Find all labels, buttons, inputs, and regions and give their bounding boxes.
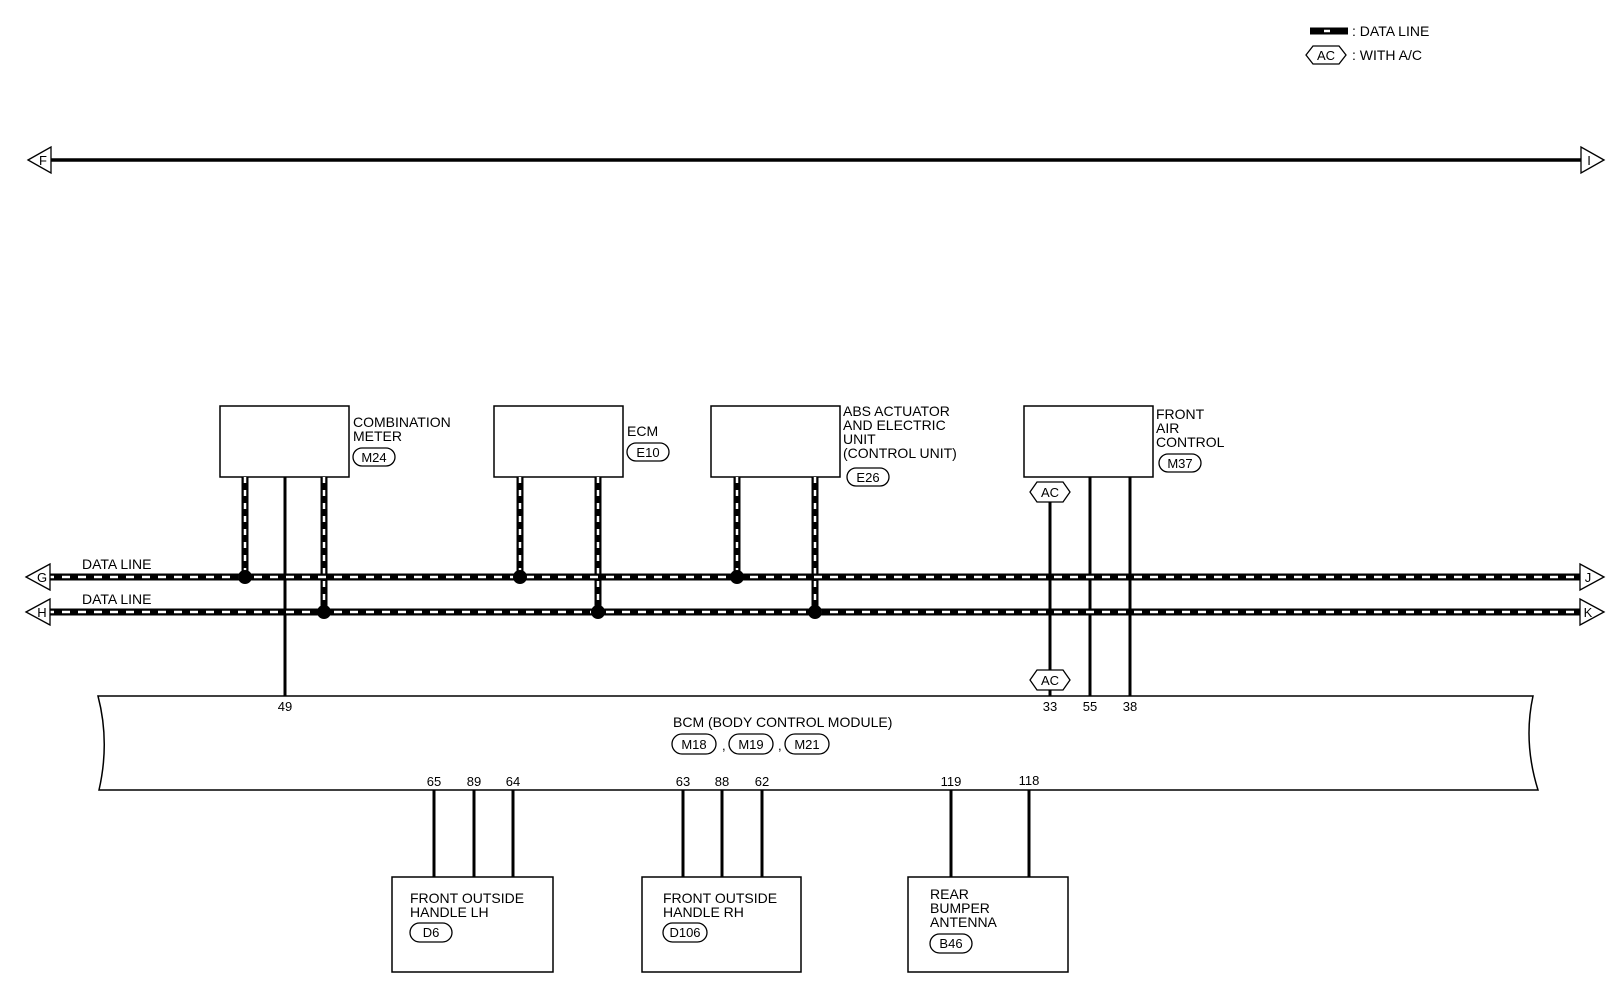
- junction-dot: [591, 605, 605, 619]
- antenna-connector: B46: [939, 936, 962, 951]
- bcm-pin-88: 88: [715, 774, 729, 789]
- bcm-pin-64: 64: [506, 774, 520, 789]
- offpage-connector-h: H: [24, 597, 51, 627]
- svg-text:AC: AC: [1041, 673, 1059, 688]
- data-line-label-upper: DATA LINE: [82, 556, 152, 572]
- antenna-label-1: REAR: [930, 886, 969, 902]
- bcm-connector-oval-1: [671, 733, 717, 755]
- abs-label-4: (CONTROL UNIT): [843, 445, 957, 461]
- bcm-pin-55: 55: [1083, 699, 1097, 714]
- junction-dot: [317, 605, 331, 619]
- ecm-box: [493, 405, 624, 478]
- svg-text:I: I: [1587, 153, 1591, 168]
- front-air-control-connector-oval: [1158, 453, 1202, 473]
- front-air-control-label-3: CONTROL: [1156, 434, 1225, 450]
- data-line-label-lower: DATA LINE: [82, 591, 152, 607]
- handle-rh-connector-oval: [662, 922, 708, 943]
- bcm-connector-1: M18: [681, 737, 706, 752]
- combination-meter-label-2: METER: [353, 428, 402, 444]
- junction-dot: [513, 570, 527, 584]
- junction-dot: [808, 605, 822, 619]
- handle-lh-label-1: FRONT OUTSIDE: [410, 890, 524, 906]
- front-air-control-label-2: AIR: [1156, 420, 1179, 436]
- svg-text:AC: AC: [1041, 485, 1059, 500]
- handle-rh-connector: D106: [669, 925, 700, 940]
- bcm-pin-49: 49: [278, 699, 292, 714]
- combination-meter-box: [219, 405, 350, 478]
- bcm-pin-118: 118: [1019, 773, 1040, 788]
- bcm-title: BCM (BODY CONTROL MODULE): [673, 714, 892, 730]
- antenna-label-2: BUMPER: [930, 900, 990, 916]
- legend: : DATA LINE AC : WITH A/C: [1305, 23, 1429, 65]
- legend-with-ac-label: : WITH A/C: [1352, 47, 1422, 63]
- bcm-pin-89: 89: [467, 774, 481, 789]
- front-air-control-label-1: FRONT: [1156, 406, 1205, 422]
- bcm-connector-2: M19: [738, 737, 763, 752]
- bcm-pin-33: 33: [1043, 699, 1057, 714]
- bcm-pin-119: 119: [941, 774, 962, 789]
- ac-tag-bottom: AC: [1029, 669, 1071, 691]
- offpage-connector-j: J: [1579, 562, 1606, 592]
- bcm-pin-62: 62: [755, 774, 769, 789]
- offpage-connector-k: K: [1579, 597, 1606, 627]
- svg-text:F: F: [39, 153, 47, 168]
- legend-ac-symbol: AC: [1305, 45, 1347, 65]
- bcm-separator-2: ,: [778, 738, 782, 753]
- ecm-connector: E10: [636, 445, 659, 460]
- handle-rh-label-2: HANDLE RH: [663, 904, 744, 920]
- legend-data-line-label: : DATA LINE: [1352, 23, 1429, 39]
- antenna-label-3: ANTENNA: [930, 914, 998, 930]
- handle-rh-label-1: FRONT OUTSIDE: [663, 890, 777, 906]
- abs-label-1: ABS ACTUATOR: [843, 403, 950, 419]
- antenna-connector-oval: [929, 933, 973, 954]
- offpage-connector-g: G: [24, 562, 51, 592]
- data-drops: [241, 477, 819, 612]
- bcm-pin-63: 63: [676, 774, 690, 789]
- handle-lh-connector-oval: [409, 922, 453, 943]
- combination-meter-label-1: COMBINATION: [353, 414, 451, 430]
- combination-meter-connector-oval: [352, 447, 396, 467]
- offpage-connector-i: I: [1580, 145, 1606, 175]
- abs-label-2: AND ELECTRIC: [843, 417, 946, 433]
- bcm-pin-65: 65: [427, 774, 441, 789]
- bcm-connector-oval-3: [784, 733, 830, 755]
- rear-bumper-antenna-box: [907, 876, 1069, 973]
- handle-lh-label-2: HANDLE LH: [410, 904, 489, 920]
- junction-dot: [238, 570, 252, 584]
- ac-tag-top: AC: [1029, 481, 1071, 503]
- svg-text:K: K: [1584, 605, 1593, 620]
- abs-connector-oval: [846, 467, 890, 487]
- bcm-connector-oval-2: [728, 733, 774, 755]
- bcm-separator-1: ,: [722, 738, 726, 753]
- svg-text:G: G: [37, 570, 47, 585]
- bcm-pin-38: 38: [1123, 699, 1137, 714]
- front-air-control-box: [1023, 405, 1154, 478]
- ecm-label: ECM: [627, 423, 658, 439]
- offpage-connector-f: F: [26, 145, 52, 175]
- front-air-control-connector: M37: [1167, 456, 1192, 471]
- abs-box: [710, 405, 841, 478]
- handle-lh-connector: D6: [423, 925, 440, 940]
- bcm-connector-3: M21: [794, 737, 819, 752]
- svg-text:J: J: [1585, 570, 1592, 585]
- junction-dot: [730, 570, 744, 584]
- ecm-connector-oval: [626, 442, 670, 462]
- legend-ac-tag: AC: [1317, 48, 1335, 63]
- combination-meter-connector: M24: [361, 450, 386, 465]
- abs-label-3: UNIT: [843, 431, 876, 447]
- svg-text:H: H: [37, 605, 46, 620]
- abs-connector: E26: [856, 470, 879, 485]
